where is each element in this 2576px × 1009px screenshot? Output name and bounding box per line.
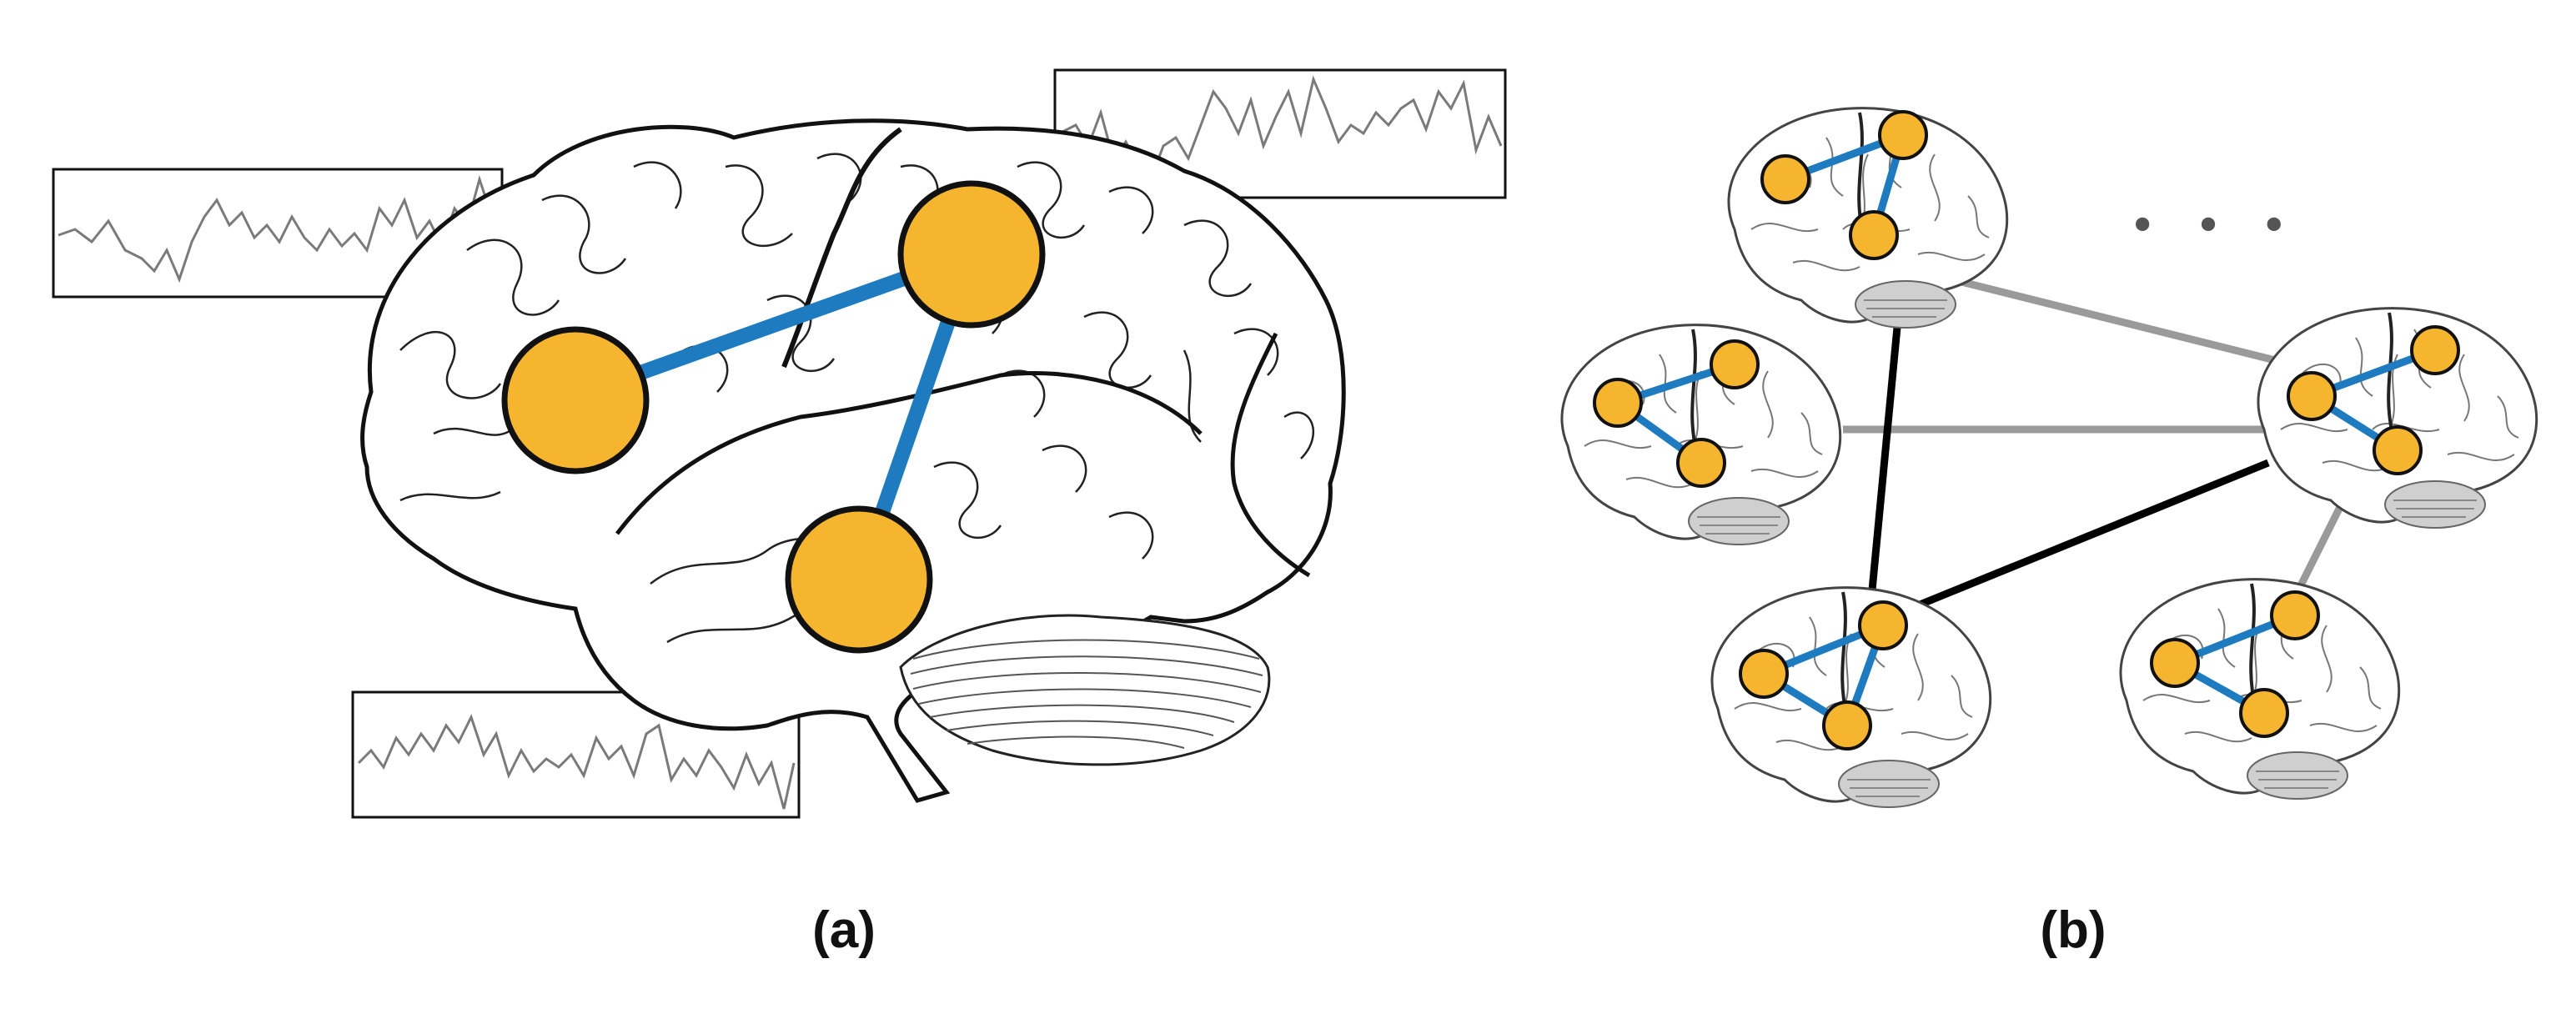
time-series-box-left: [52, 168, 504, 299]
population-edge-strong: [1864, 283, 1906, 635]
panel-a: [52, 68, 1507, 819]
subject-brain-5: [2118, 577, 2401, 801]
node-temporal: [785, 505, 933, 654]
node-frontal: [501, 326, 650, 474]
node: [1858, 600, 1908, 650]
brain-icon: [1559, 323, 1842, 546]
node: [2239, 688, 2289, 738]
population-edge-strong: [1908, 459, 2270, 613]
panel-b: • • •: [1559, 106, 2538, 809]
node: [1676, 438, 1726, 488]
node: [1849, 210, 1899, 260]
time-series-icon: [58, 174, 500, 284]
subject-brain-1: [1726, 106, 2009, 329]
node: [2150, 638, 2200, 688]
node: [1739, 649, 1789, 699]
panel-a-label: (a): [812, 901, 876, 959]
more-subjects-ellipsis: • • •: [2129, 199, 2300, 254]
time-series-icon: [357, 714, 796, 810]
node: [2373, 425, 2423, 475]
cerebellum-icon: [899, 614, 1271, 766]
node: [2410, 325, 2460, 375]
node-parietal: [897, 180, 1046, 329]
node: [1710, 339, 1760, 389]
node: [1760, 154, 1810, 204]
brain-icon: [1710, 585, 1992, 809]
subject-brain-3: [2256, 306, 2538, 530]
node: [1822, 700, 1872, 750]
subject-brain-2: [1559, 323, 1842, 546]
subject-brain-4: [1710, 585, 1992, 809]
node: [2270, 590, 2320, 640]
node: [2287, 371, 2337, 421]
node: [1593, 378, 1643, 428]
node: [1878, 110, 1928, 160]
population-edge-weak: [1900, 263, 2303, 371]
panel-b-label: (b): [2040, 901, 2106, 959]
